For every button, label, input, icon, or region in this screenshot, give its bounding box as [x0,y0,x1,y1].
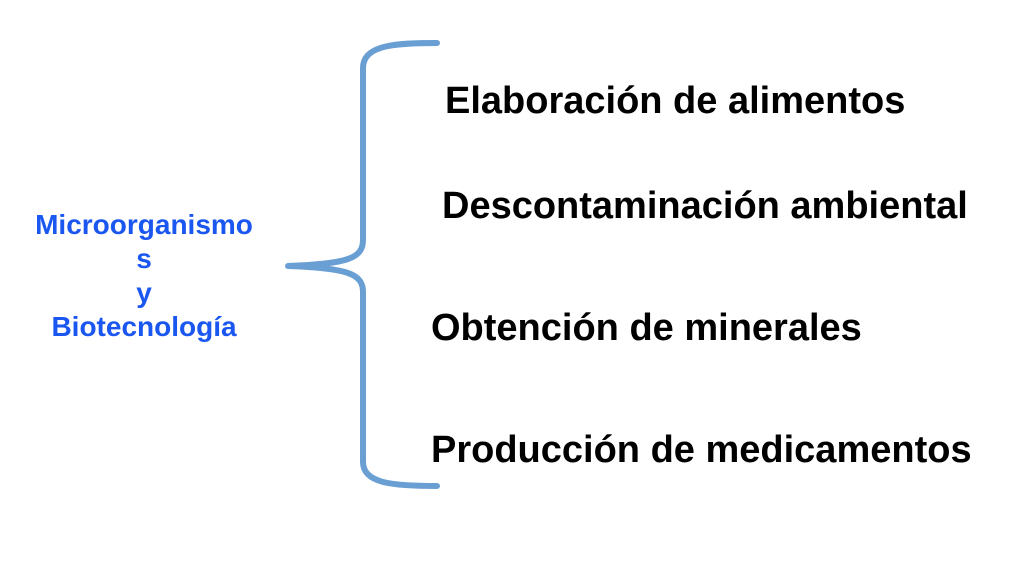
topic-line-2: s [136,243,152,274]
item-elaboracion-alimentos: Elaboración de alimentos [445,80,906,122]
item-descontaminacion-ambiental: Descontaminación ambiental [442,185,968,227]
topic-line-1: Microorganismo [35,209,253,240]
topic-label: Microorganismo s y Biotecnología [10,208,278,344]
topic-line-4: Biotecnología [51,311,237,342]
item-produccion-medicamentos: Producción de medicamentos [431,429,972,471]
item-obtencion-minerales: Obtención de minerales [431,307,862,349]
topic-line-3: y [136,277,152,308]
